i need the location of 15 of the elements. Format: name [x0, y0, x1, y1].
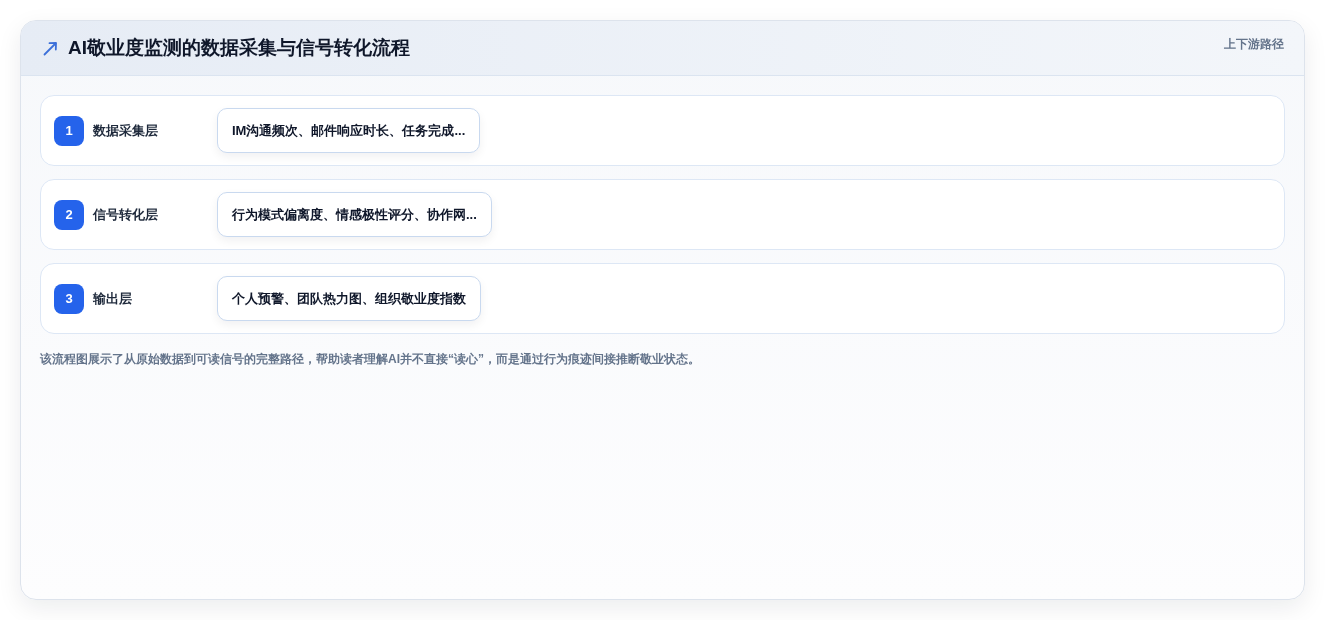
metric-list: 行为模式偏离度、情感极性评分、协作网...	[217, 192, 492, 237]
layer-band	[40, 179, 1285, 250]
header-note: 上下游路径	[1224, 36, 1284, 53]
layer-name: 数据采集层	[93, 121, 159, 140]
diagram-title: AI敬业度监测的数据采集与信号转化流程	[68, 36, 410, 60]
step-number: 3	[54, 283, 84, 314]
metric-list: IM沟通频次、邮件响应时长、任务完成...	[217, 108, 481, 153]
layer-name: 输出层	[93, 289, 133, 308]
layer-name: 信号转化层	[93, 205, 159, 224]
layer-band	[40, 263, 1285, 334]
caption-text: 该流程图展示了从原始数据到可读信号的完整路径，帮助读者理解AI并不直接“读心”，而是通过行为痕迹间接推断敬业状态。	[40, 351, 701, 368]
step-number: 1	[54, 115, 84, 146]
layer-band	[40, 95, 1285, 166]
step-number: 2	[54, 199, 84, 230]
metric-list: 个人预警、团队热力图、组织敬业度指数	[217, 276, 481, 321]
